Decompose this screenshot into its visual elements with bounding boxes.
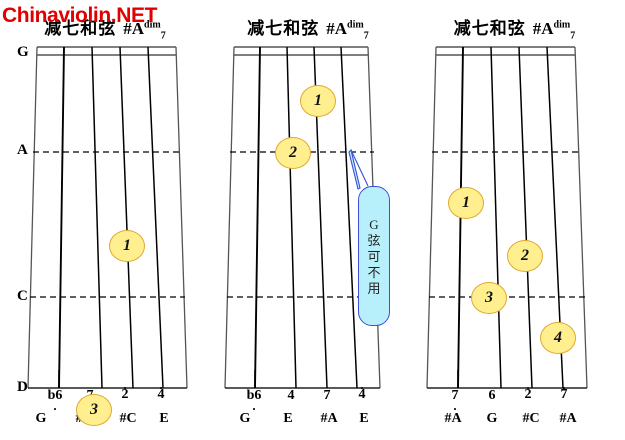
diagram-2-title-chinese: 减七和弦 [247,19,320,38]
note-name-1: G [239,411,251,426]
degree-label-1: b6. [246,388,262,413]
note-name-2: E [283,411,293,426]
degree-label-4: .4 [157,377,165,402]
diagram-2-title-root: #A [326,19,348,38]
position-label-c: C [17,288,28,304]
diagram-3-title: 减七和弦 #Adim7 [404,14,625,41]
degree-label-1: 7. [451,388,459,413]
diagram-3-title-seventh: 7 [570,30,576,42]
note-name-4: E [359,411,369,426]
note-name-4: E [159,411,169,426]
degree-label-3: .2 [121,377,129,402]
diagram-1-title: 减七和弦 #Adim7 [0,14,210,41]
diagram-3-title-root: #A [532,19,554,38]
diagram-1-fretboard [27,46,188,389]
finger-marker-overlay-3[interactable]: 3 [76,394,112,426]
position-label-d: D [17,379,28,395]
diagram-2: 减七和弦#Adim7 1 2 b6. [208,0,408,440]
degree-label-2: 4 [287,388,295,403]
degree-label-2: 6 [488,388,496,403]
callout-line-2: 弦 [367,233,381,248]
note-name-2: G [486,411,498,426]
diagram-1-title-root: #A [123,19,145,38]
diagram-3-title-quality: dim [553,19,571,31]
diagram-2-title-quality: dim [347,19,364,31]
degree-label-4: .4 [358,377,366,402]
diagram-3-fretboard [426,46,588,389]
note-name-1: #A [444,411,462,426]
diagram-1-title-chinese: 减七和弦 [44,19,117,38]
degree-label-3: .2 [524,377,532,402]
degree-label-1: b6. [47,388,63,413]
degree-label-3: 7 [323,388,331,403]
position-label-g: G [17,44,29,60]
note-name-3: #A [320,411,338,426]
diagram-1-title-quality: dim [144,19,161,31]
diagram-3: 减七和弦#Adim7 1 2 3 4 7. [404,0,625,440]
diagram-2-title-seventh: 7 [363,30,369,42]
watermark-chinaviolin: Chinaviolin.NET [2,4,158,27]
diagram-3-title-chinese: 减七和弦 [453,19,526,38]
callout-line-4: 不 [367,265,381,280]
note-name-3: #C [522,411,540,426]
callout-line-5: 用 [367,281,381,296]
position-label-a: A [17,142,28,158]
callout-line-3: 可 [367,249,381,264]
callout-line-1: G [369,217,379,232]
diagram-1: 减七和弦#Adim7 1 [0,0,210,440]
note-name-4: #A [559,411,577,426]
diagram-2-title: 减七和弦 #Adim7 [208,14,408,41]
note-name-1: G [35,411,47,426]
callout-g-string-optional: G 弦 可 不 用 [358,186,390,326]
diagram-1-title-seventh: 7 [160,30,166,42]
degree-label-4: .7 [560,377,568,402]
note-name-3: #C [119,411,137,426]
